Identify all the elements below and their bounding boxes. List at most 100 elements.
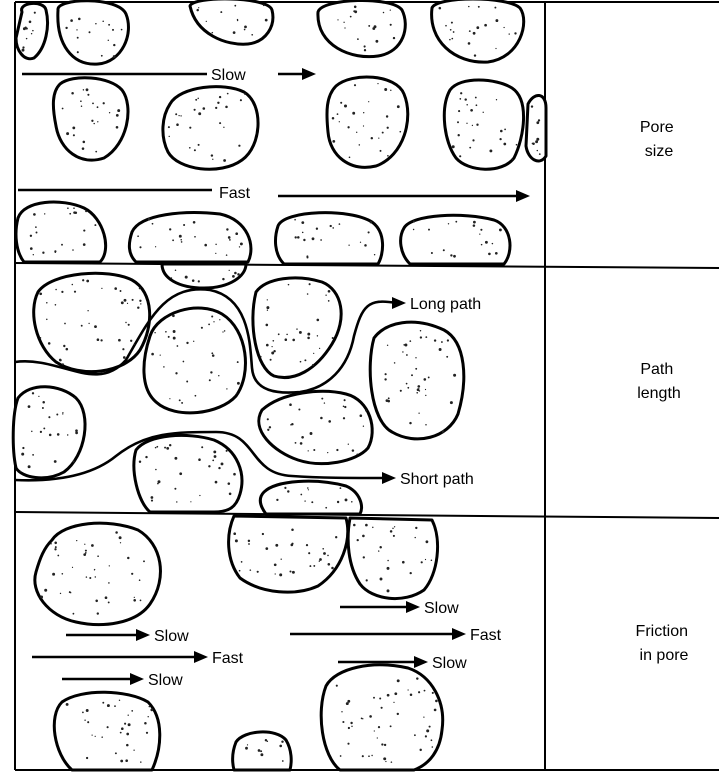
grain-speck <box>397 713 399 715</box>
grain-speck <box>323 552 326 555</box>
grain-speck <box>72 284 74 286</box>
grain-speck <box>344 399 346 401</box>
grain-speck <box>40 596 43 599</box>
grain-speck <box>120 290 122 292</box>
grain-speck <box>319 558 322 561</box>
grain-speck <box>245 747 248 750</box>
grain-speck <box>327 555 329 557</box>
grain-speck <box>234 5 236 7</box>
grain-speck <box>409 422 411 424</box>
grain-speck <box>324 402 325 403</box>
grain-speck <box>54 460 57 463</box>
grain-speck <box>307 333 310 336</box>
grain-speck <box>343 417 345 419</box>
grain-speck <box>418 413 419 414</box>
grain-speck <box>206 21 207 22</box>
grain-speck <box>348 727 350 729</box>
grain-speck <box>411 374 413 376</box>
grain-speck <box>233 31 236 34</box>
grain-speck <box>347 743 349 745</box>
grain-speck <box>373 697 375 699</box>
grain-speck <box>537 150 538 151</box>
grain-speck <box>300 494 302 496</box>
grain-speck <box>402 351 403 352</box>
grain-speck <box>235 232 238 235</box>
grain-speck <box>225 106 228 109</box>
grain-speck <box>480 229 482 231</box>
grain-speck <box>357 539 359 541</box>
grain-speck <box>94 569 95 570</box>
grain-speck <box>434 339 436 341</box>
grain-speck <box>533 144 534 145</box>
grain-speck <box>82 712 84 714</box>
grain-speck <box>223 159 226 162</box>
grain-speck <box>105 596 108 599</box>
grain-speck <box>458 134 460 136</box>
grain-speck <box>386 115 388 117</box>
grain-speck <box>260 356 262 358</box>
grain-speck <box>71 92 74 95</box>
grain-speck <box>381 743 383 745</box>
grain-speck <box>56 414 58 416</box>
grain-speck <box>115 531 118 534</box>
grain-speck <box>368 755 370 757</box>
grain-speck <box>449 39 451 41</box>
grain-speck <box>42 401 45 404</box>
grain-speck <box>368 231 370 233</box>
grain-speck <box>390 725 392 727</box>
grain-speck <box>452 145 455 148</box>
grain-speck <box>32 392 34 394</box>
grain-speck <box>393 702 394 703</box>
grain-speck <box>304 500 305 501</box>
grain-speck <box>332 117 335 120</box>
grain-speck <box>101 736 103 738</box>
grain-speck <box>354 84 356 86</box>
grain-speck <box>69 213 71 215</box>
grain-speck <box>439 7 442 10</box>
grain-speck <box>91 120 93 122</box>
grain-speck <box>194 236 196 238</box>
grain-speck <box>82 279 84 281</box>
grain-speck <box>77 51 79 53</box>
grain-speck <box>97 121 98 122</box>
grain-speck <box>390 530 393 533</box>
grain-speck <box>291 528 294 531</box>
grain-speck <box>179 235 182 238</box>
grain-speck <box>356 132 357 133</box>
grain-speck <box>309 283 311 285</box>
grain-speck <box>496 99 497 100</box>
grain-speck <box>425 424 427 426</box>
grain-speck <box>383 757 386 760</box>
grain-speck <box>402 561 405 564</box>
grain-speck <box>289 570 291 572</box>
grain-speck <box>325 295 326 296</box>
grain-speck <box>64 323 66 325</box>
grain-speck <box>198 7 199 8</box>
grain-speck <box>126 744 129 747</box>
grain-speck <box>55 251 57 253</box>
grain-speck <box>348 444 349 445</box>
grain-speck <box>151 353 154 356</box>
grain-speck <box>340 755 342 757</box>
grain-speck <box>378 137 379 138</box>
grain-speck <box>218 467 220 469</box>
grains-friction <box>35 516 443 770</box>
grain-speck <box>120 542 121 543</box>
grain-speck <box>115 752 117 754</box>
grain-speck <box>488 253 491 256</box>
grain-speck <box>251 34 253 36</box>
grain-speck <box>489 149 492 152</box>
grain-speck <box>120 760 123 763</box>
grain-speck <box>485 241 488 244</box>
grain-speck <box>74 397 75 398</box>
grain-speck <box>173 337 176 340</box>
grain-speck <box>434 709 437 712</box>
grain-speck <box>180 239 182 241</box>
grain-speck <box>263 4 265 6</box>
grain-speck <box>174 457 177 460</box>
grain-speck <box>223 127 224 128</box>
grain-speck <box>368 101 369 102</box>
grain-speck <box>296 328 297 329</box>
grain-speck <box>503 143 506 146</box>
grain-speck <box>61 244 63 246</box>
